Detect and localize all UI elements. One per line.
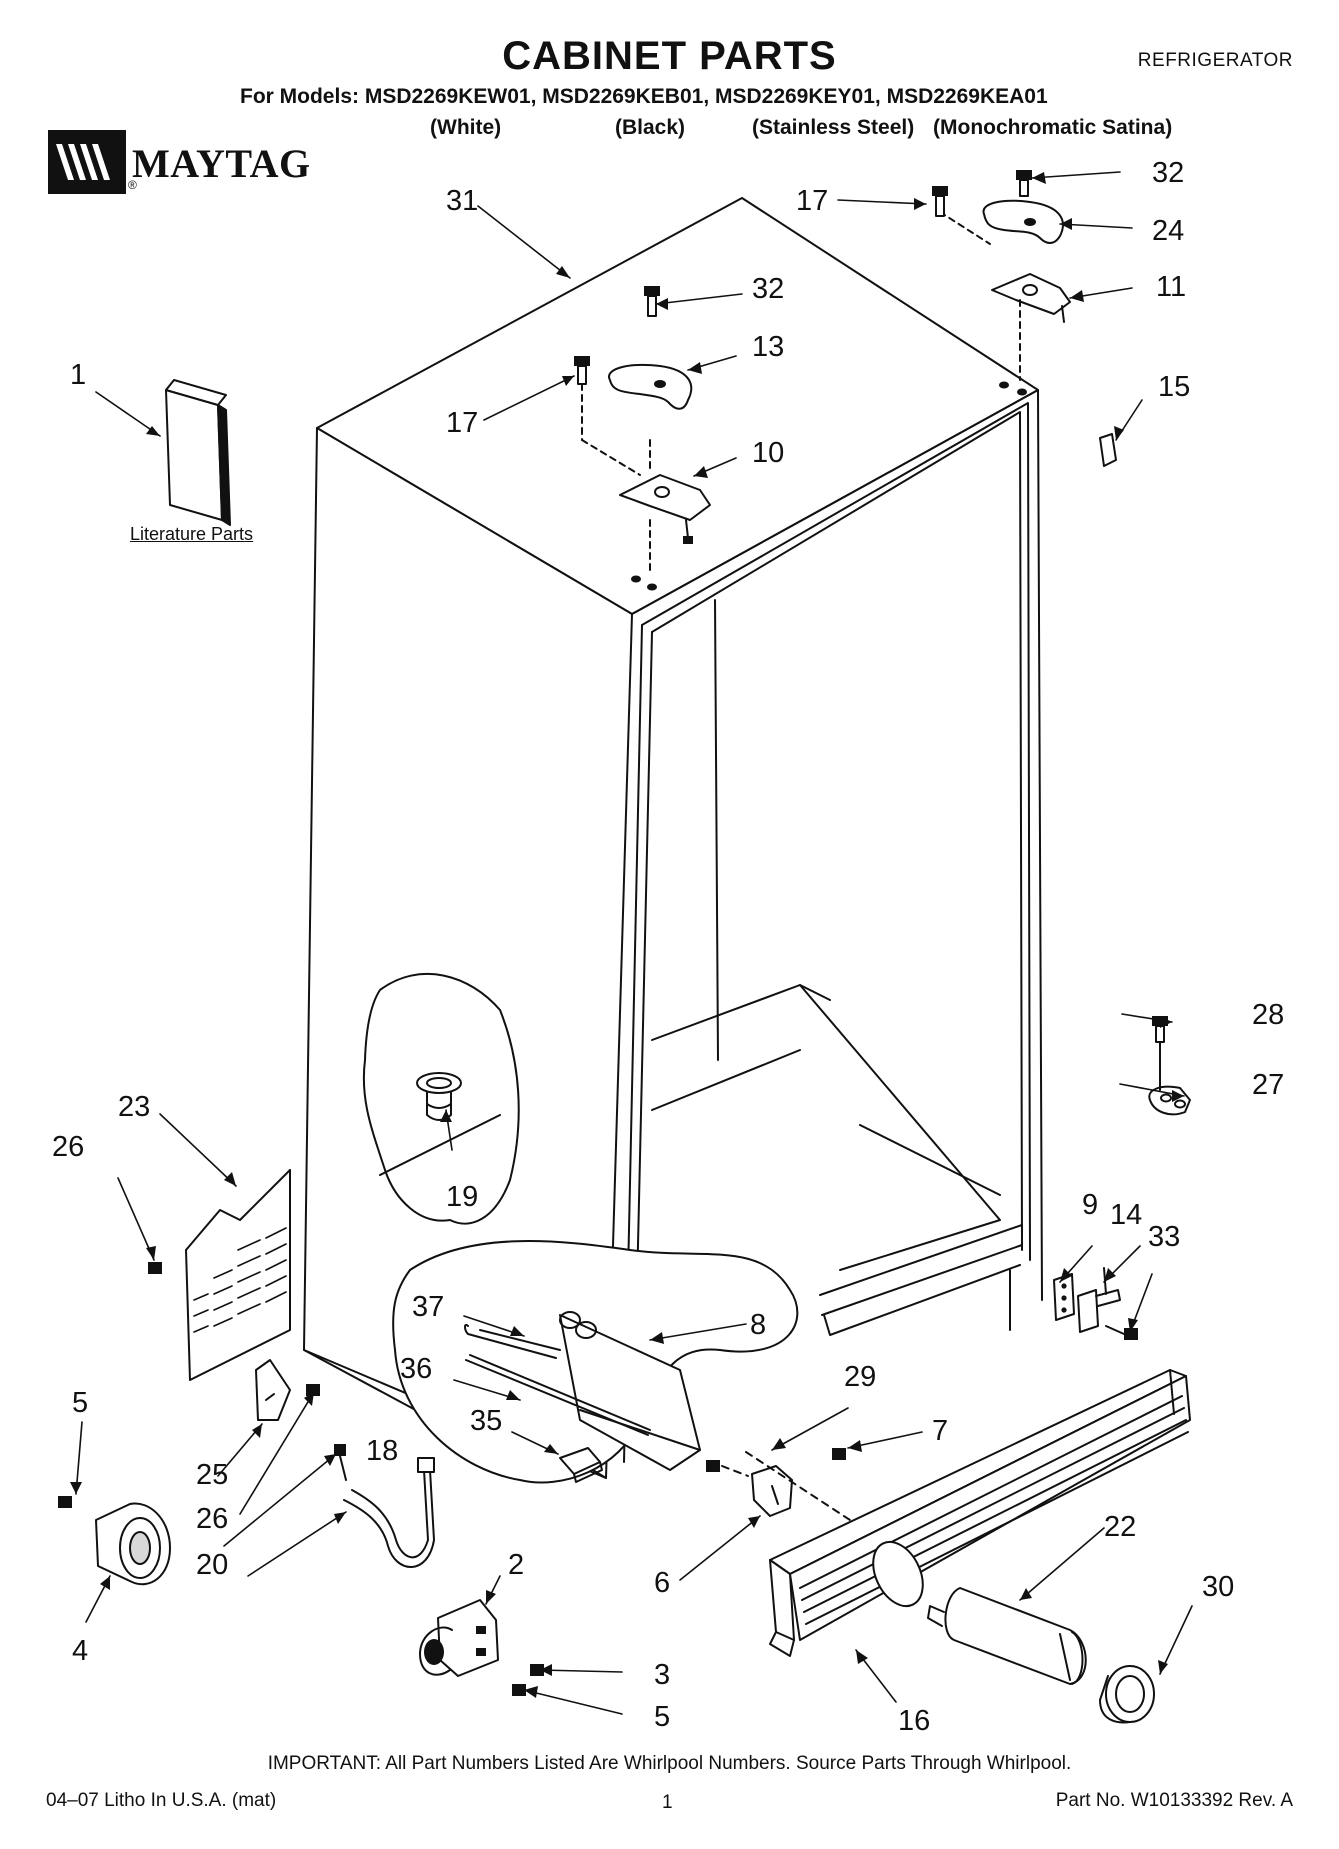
small-clip xyxy=(1099,433,1117,467)
footer-part-number: Part No. W10133392 Rev. A xyxy=(1055,1790,1293,1811)
variant-black: (Black) xyxy=(615,116,686,139)
right-side-bracket xyxy=(1148,1016,1191,1116)
callout-31: 31 xyxy=(446,185,478,217)
callout-36: 36 xyxy=(400,1353,432,1385)
callout-26-lower: 26 xyxy=(196,1503,228,1535)
brand-name: MAYTAG xyxy=(132,141,311,186)
footer-important-note: IMPORTANT: All Part Numbers Listed Are W… xyxy=(267,1753,1072,1774)
callout-5-front: 5 xyxy=(654,1701,670,1733)
callout-3: 3 xyxy=(654,1659,670,1691)
literature-booklet xyxy=(165,379,231,526)
callout-5-rear: 5 xyxy=(72,1387,88,1419)
detail-bubble-water-valve xyxy=(392,1240,799,1484)
callout-19: 19 xyxy=(446,1181,478,1213)
rear-roller-assembly xyxy=(58,1496,171,1586)
callout-8: 8 xyxy=(750,1309,766,1341)
variant-stainless: (Stainless Steel) xyxy=(752,116,915,139)
callout-17-left: 17 xyxy=(446,407,478,439)
callout-numbers: 1 2 3 4 5 5 6 7 8 9 10 11 13 14 15 16 17… xyxy=(52,157,1284,1737)
callout-leaders xyxy=(75,171,1193,1715)
callout-9: 9 xyxy=(1082,1189,1098,1221)
callout-28: 28 xyxy=(1252,999,1284,1031)
callout-10: 10 xyxy=(752,437,784,469)
appliance-category: REFRIGERATOR xyxy=(1137,50,1293,71)
literature-parts-label: Literature Parts xyxy=(130,524,254,544)
brand-logo: ® MAYTAG xyxy=(48,130,348,194)
callout-7: 7 xyxy=(932,1415,948,1447)
callout-13: 13 xyxy=(752,331,784,363)
footer-litho: 04–07 Litho In U.S.A. (mat) xyxy=(46,1790,277,1811)
callout-33: 33 xyxy=(1148,1221,1180,1253)
callout-37: 37 xyxy=(412,1291,444,1323)
callout-27: 27 xyxy=(1252,1069,1284,1101)
callout-6: 6 xyxy=(654,1567,670,1599)
callout-30: 30 xyxy=(1202,1571,1234,1603)
grille-mount-bracket xyxy=(706,1448,851,1521)
callout-23: 23 xyxy=(118,1091,150,1123)
brand-registered-mark: ® xyxy=(128,178,137,192)
callout-32-right: 32 xyxy=(1152,157,1184,189)
brand-logo-mark xyxy=(48,130,126,194)
callout-32-left: 32 xyxy=(752,273,784,305)
footer-page-number: 1 xyxy=(662,1792,673,1813)
callout-18: 18 xyxy=(366,1435,398,1467)
callout-17-right: 17 xyxy=(796,185,828,217)
callout-1: 1 xyxy=(70,359,86,391)
callout-16: 16 xyxy=(898,1705,930,1737)
callout-24: 24 xyxy=(1152,215,1184,247)
callout-2: 2 xyxy=(508,1549,524,1581)
callout-35: 35 xyxy=(470,1405,502,1437)
base-grille xyxy=(769,1369,1191,1657)
callout-4: 4 xyxy=(72,1635,88,1667)
left-bracket-and-tubing xyxy=(148,1262,435,1568)
right-top-hinge-assembly xyxy=(932,170,1071,381)
variant-white: (White) xyxy=(430,116,502,139)
callout-22: 22 xyxy=(1104,1511,1136,1543)
rear-grille-panel xyxy=(185,1169,291,1381)
detail-bubble-leveler xyxy=(362,972,520,1225)
callout-arrowheads xyxy=(70,172,1184,1698)
model-list: For Models: MSD2269KEW01, MSD2269KEB01, … xyxy=(240,85,1048,108)
callout-26-upper: 26 xyxy=(52,1131,84,1163)
front-roller-assembly xyxy=(419,1599,544,1696)
bottom-hinge-brackets xyxy=(1053,1267,1138,1340)
callout-11: 11 xyxy=(1156,271,1186,303)
callout-15: 15 xyxy=(1158,371,1190,403)
callout-14: 14 xyxy=(1110,1199,1142,1231)
water-filter-cartridge xyxy=(927,1587,1087,1685)
left-top-hinge-assembly xyxy=(574,286,711,571)
callout-20: 20 xyxy=(196,1549,228,1581)
page-title: CABINET PARTS xyxy=(502,34,837,78)
callout-29: 29 xyxy=(844,1361,876,1393)
variant-monochromatic: (Monochromatic Satina) xyxy=(933,116,1173,139)
filter-cap xyxy=(1099,1665,1155,1724)
callout-25: 25 xyxy=(196,1459,228,1491)
